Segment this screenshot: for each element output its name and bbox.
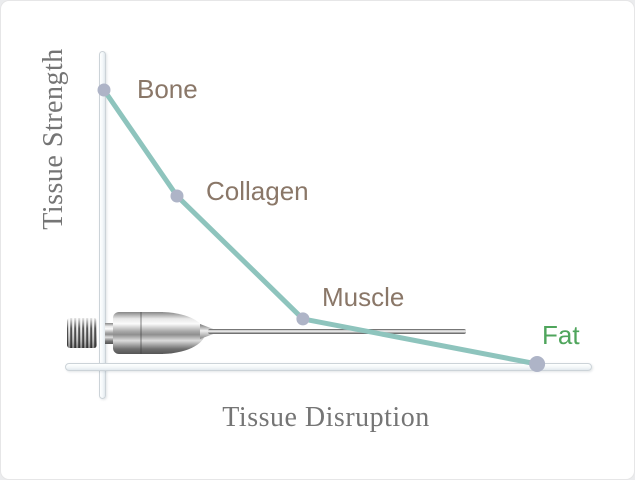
cannula-tip [200,324,216,339]
point-label-bone: Bone [137,74,198,104]
cannula-shaft [208,329,466,334]
point-label-fat: Fat [542,320,580,350]
cannula-threaded-end [67,318,97,348]
data-point-collagen [170,189,184,203]
data-point-muscle [296,312,310,326]
y-axis-label: Tissue Strength [38,48,69,230]
x-axis-label: Tissue Disruption [222,402,430,433]
cannula-neck [105,323,114,344]
cannula-nose [160,312,205,354]
point-label-muscle: Muscle [322,282,405,312]
x-axis-line [65,363,592,371]
point-label-collagen: Collagen [206,176,309,206]
y-axis-line [99,51,106,399]
cannula-hub-seam [140,312,142,354]
curve-line [101,87,540,367]
cannula-hub [113,312,163,354]
